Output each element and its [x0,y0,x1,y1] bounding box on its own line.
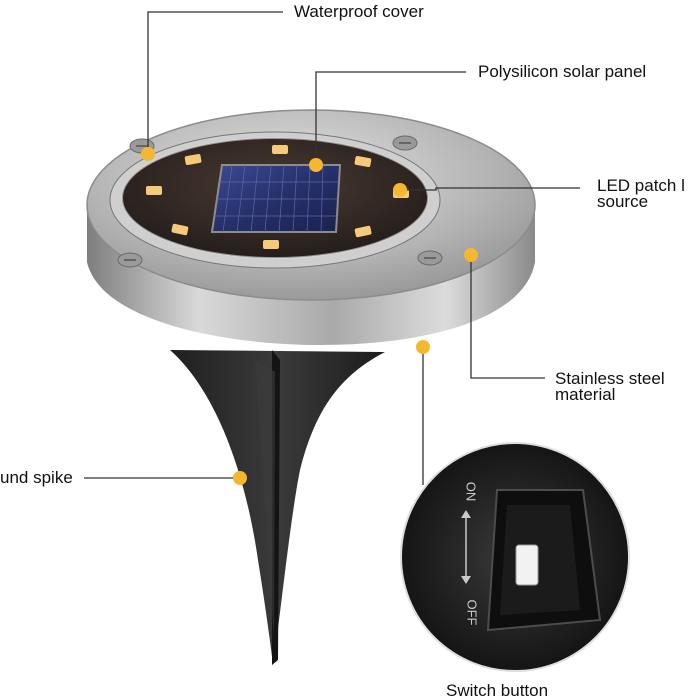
leader-lines [84,11,580,485]
label-solar-panel: Polysilicon solar panel [478,62,647,81]
marker-dot [141,147,478,485]
label-switch: Switch button [446,681,549,700]
ground-spike [170,350,385,665]
label-led-line1: LED patch l [597,176,685,195]
solar-panel [210,164,342,233]
label-led-line2: source [597,192,649,211]
label-spike: und spike [0,468,73,487]
label-steel-line2: material [555,385,616,404]
switch-closeup [400,442,630,672]
switch-on-mark: ON [463,481,479,502]
switch-off-mark: OFF [464,599,480,626]
label-waterproof-cover: Waterproof cover [294,2,424,21]
label-steel-line1: Stainless steel [555,369,665,388]
